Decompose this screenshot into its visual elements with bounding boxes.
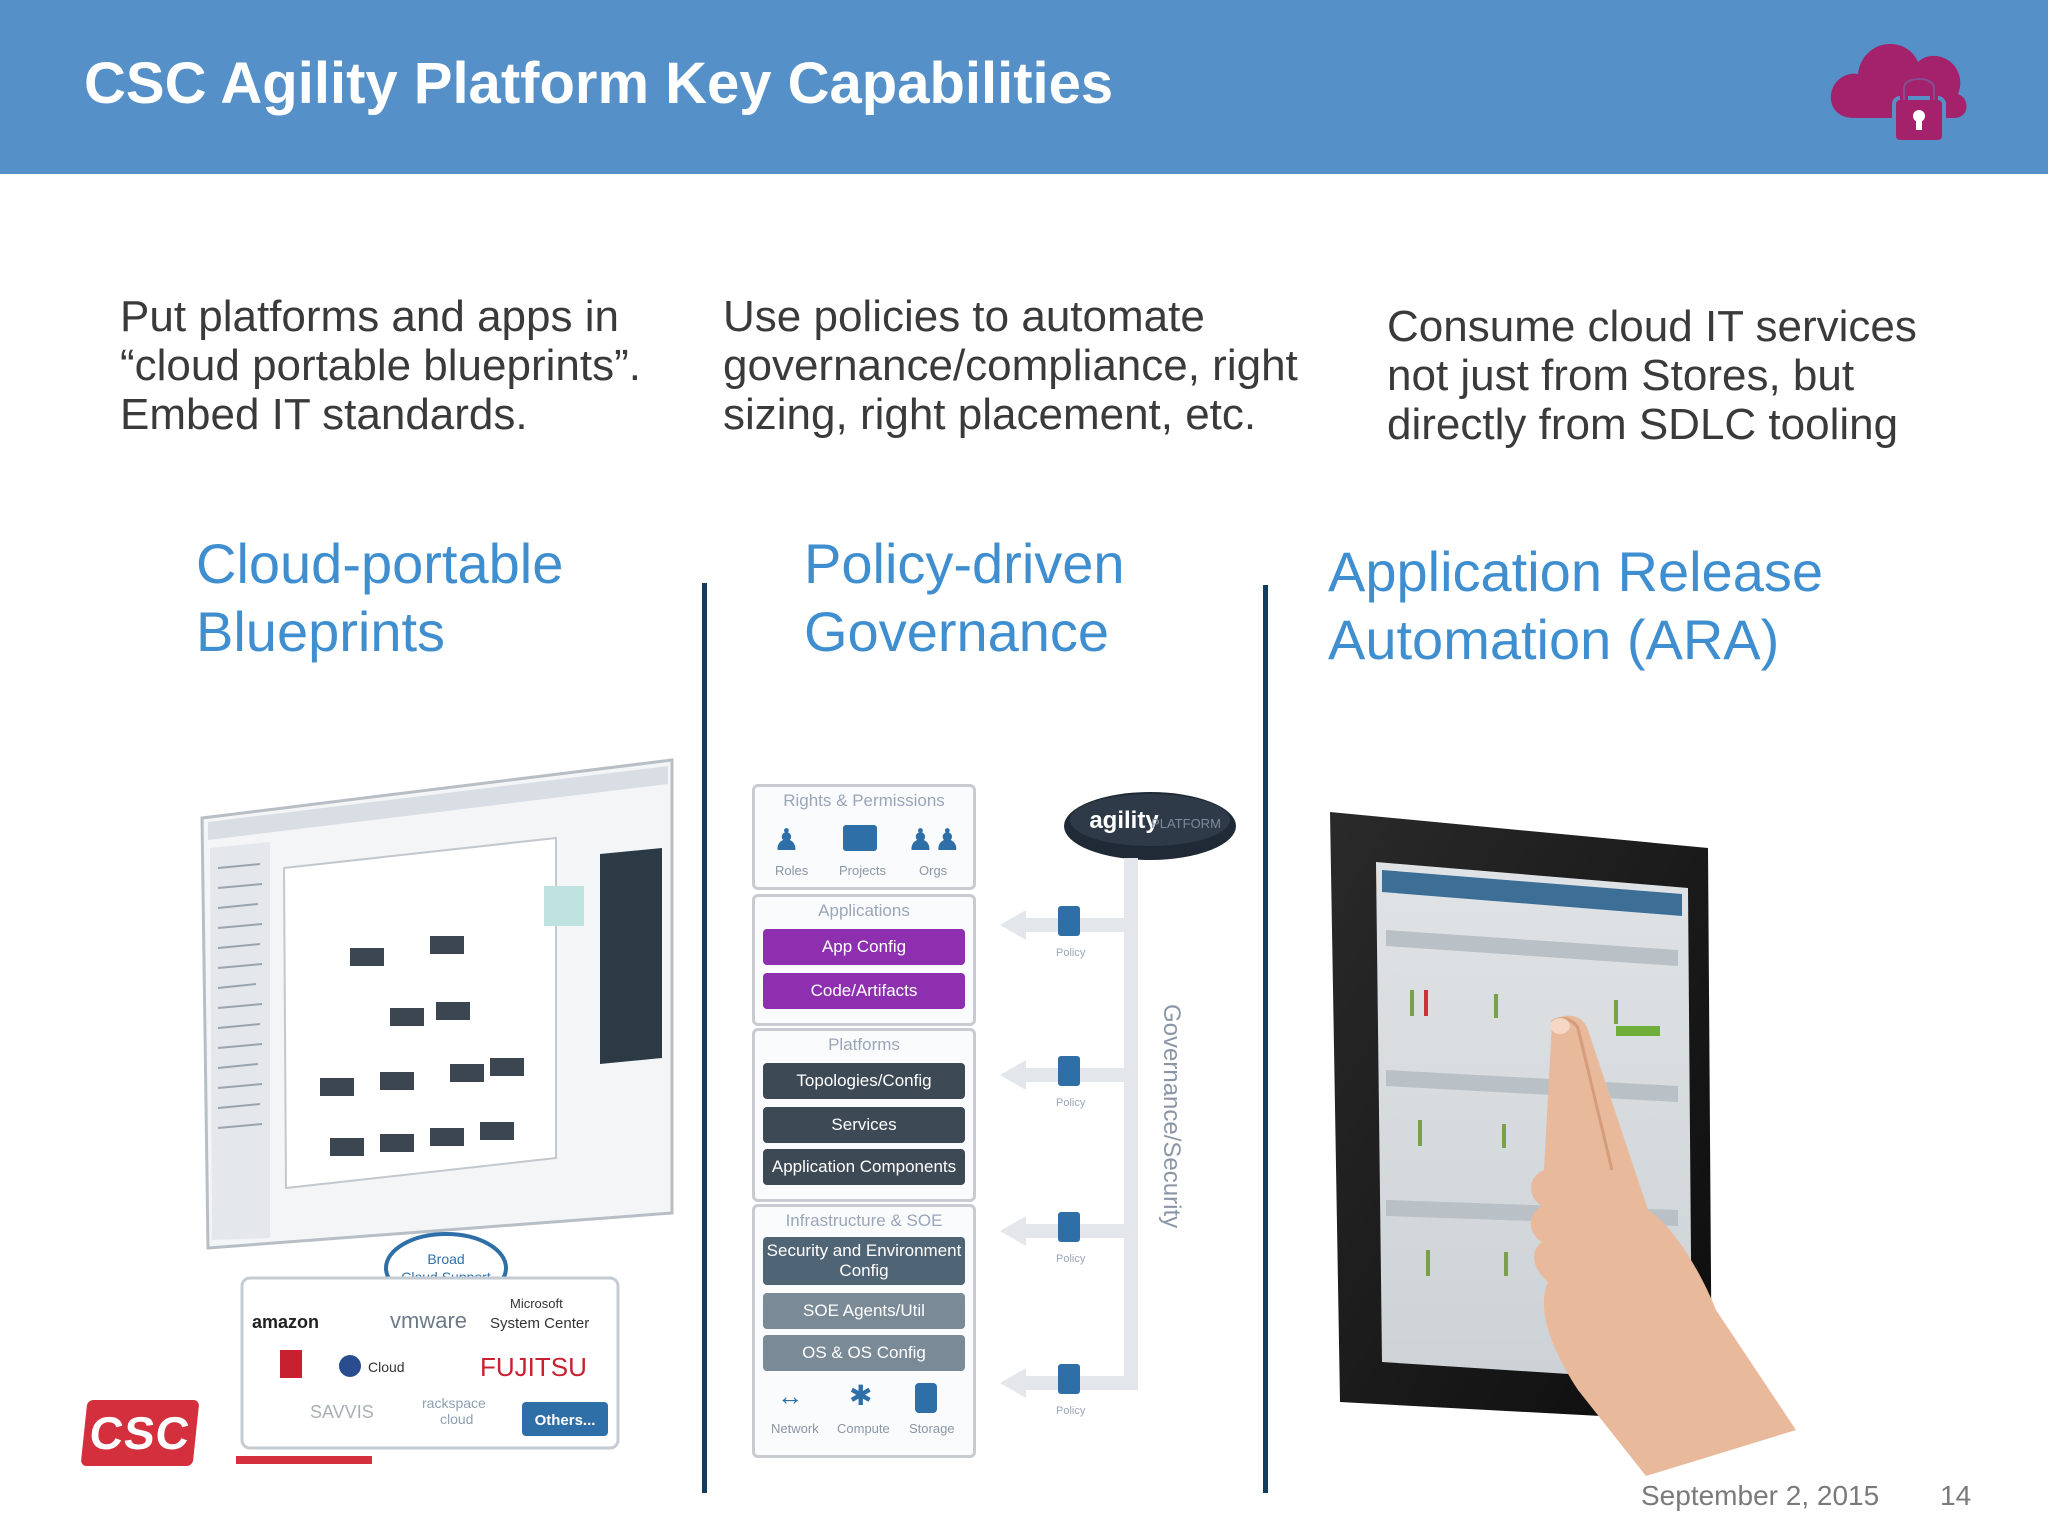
tablet-illustration [1330,812,1796,1476]
governance-connector: agility PLATFORM Policy Policy Policy Po… [1000,792,1236,1417]
csc-logo: CSC [80,1400,200,1466]
roles-icon: ♟ [773,824,800,857]
provider-savvis: SAVVIS [310,1402,374,1422]
policy-label-2: Policy [1056,1097,1086,1109]
red-accent-bar [236,1456,372,1464]
policy-label-4: Policy [1056,1405,1086,1417]
bar-topologies-config: Topologies/Config [763,1063,965,1099]
bar-security-environment-config: Security and Environment Config [763,1237,965,1285]
tablet-touch-image [1316,790,1828,1476]
provider-amazon: amazon [252,1312,319,1332]
network-label: Network [771,1421,819,1436]
bar-app-config: App Config [763,929,965,965]
panel-applications: Applications App Config Code/Artifacts [752,894,976,1026]
orgs-label: Orgs [919,863,948,878]
bar-application-components: Application Components [763,1149,965,1185]
title-governance: Policy-driven Governance [804,532,1125,663]
panel-heading: Applications [818,901,910,920]
storage-icon [915,1383,937,1413]
bar-code-artifacts: Code/Artifacts [763,973,965,1009]
bar-services: Services [763,1107,965,1143]
divider-right [1263,585,1268,1493]
divider-left [702,583,707,1493]
panel-platforms: Platforms Topologies/Config Services App… [752,1028,976,1202]
agility-logo-text: agility [1089,807,1159,834]
projects-icon [843,825,877,851]
panel-infrastructure-soe: Infrastructure & SOE Security and Enviro… [752,1204,976,1458]
panel-heading: Rights & Permissions [783,791,945,810]
title-ara: Application Release Automation (ARA) [1328,540,1823,671]
compute-icon: ✱ [849,1380,873,1411]
projects-label: Projects [839,863,886,878]
page-title: CSC Agility Platform Key Capabilities [84,51,1114,116]
description-governance: Use policies to automate governance/comp… [723,292,1298,439]
provider-cloud: Cloud [368,1359,405,1375]
description-ara: Consume cloud IT services not just from … [1387,302,1917,449]
header-bar: CSC Agility Platform Key Capabilities [0,0,2048,174]
provider-microsoft: Microsoft [510,1296,563,1311]
panel-heading: Platforms [828,1035,900,1054]
panel-rights-permissions: Rights & Permissions ♟ ♟♟ Roles Projects… [752,784,976,890]
cloud-lock-icon [1830,44,1967,144]
cloud-label-line1: Broad [427,1251,464,1267]
bar-os-config: OS & OS Config [763,1335,965,1371]
governance-security-label: Governance/Security [1158,1004,1185,1228]
storage-label: Storage [909,1421,955,1436]
governance-diagram: Rights & Permissions ♟ ♟♟ Roles Projects… [744,778,1248,1458]
policy-label-3: Policy [1056,1253,1086,1265]
footer-date: September 2, 2015 [1641,1480,1880,1511]
provider-rackspace-cloud: cloud [440,1411,473,1427]
roles-label: Roles [775,863,809,878]
provider-rackspace: rackspace [422,1395,486,1411]
provider-others: Others... [535,1412,596,1429]
bar-soe-agents: SOE Agents/Util [763,1293,965,1329]
description-blueprints: Put platforms and apps in “cloud portabl… [120,292,641,439]
blueprint-illustration: Broad Cloud Support amazon vmware Micros… [200,758,674,1450]
provider-system-center: System Center [490,1315,589,1332]
page-number: 14 [1940,1480,1972,1511]
network-icon: ↔ [777,1381,803,1411]
blueprint-screenshot-image: Broad Cloud Support amazon vmware Micros… [200,758,674,1458]
orgs-icon: ♟♟ [907,824,961,857]
provider-fujitsu: FUJITSU [480,1352,587,1382]
panel-heading: Infrastructure & SOE [785,1211,943,1230]
agility-logo-sub: PLATFORM [1151,816,1221,831]
compute-label: Compute [837,1421,890,1436]
title-blueprints: Cloud-portable Blueprints [196,532,564,663]
policy-label-1: Policy [1056,947,1086,959]
provider-vmware: vmware [390,1308,467,1333]
